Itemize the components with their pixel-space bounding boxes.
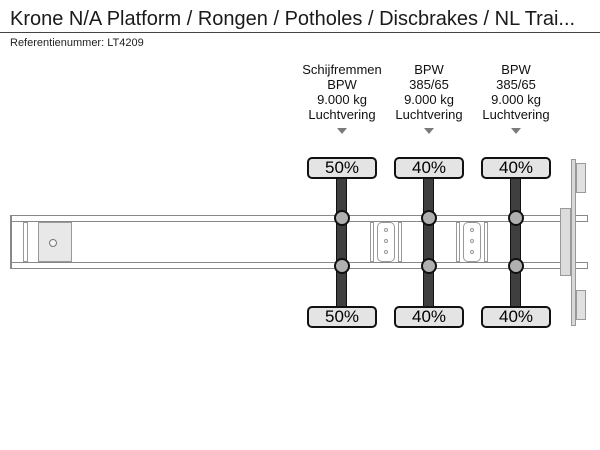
axle-1-hub-bottom <box>334 258 350 274</box>
crossmember-flange <box>484 222 488 262</box>
rear-bumper-bar <box>571 159 576 326</box>
axle-2-brand: BPW <box>414 62 444 77</box>
axle-1-weight: 9.000 kg <box>317 92 367 107</box>
arrow-down-icon <box>424 128 434 134</box>
axle-1-brake-type: Schijfremmen <box>302 62 382 77</box>
crossmember-flange <box>370 222 374 262</box>
chassis-top-rail <box>10 215 588 222</box>
bolt-hole-icon <box>384 250 388 254</box>
axle-2-tire-size: 385/65 <box>409 77 449 92</box>
bolt-hole-icon <box>384 239 388 243</box>
axle-3-brand: BPW <box>501 62 531 77</box>
axle-1-hub-top <box>334 210 350 226</box>
title-divider <box>0 32 600 33</box>
axle-1-load-top-badge: 50% <box>307 157 377 179</box>
rear-flap-bottom <box>576 290 586 320</box>
crossmember-2 <box>456 222 488 262</box>
axle-1-suspension: Luchtvering <box>308 107 376 122</box>
axle-2-load-top-badge: 40% <box>394 157 464 179</box>
axle-3-hub-bottom <box>508 258 524 274</box>
axle-3-shaft <box>510 170 521 312</box>
axle-2-load-bottom-badge: 40% <box>394 306 464 328</box>
axle-3-load-bottom-badge: 40% <box>481 306 551 328</box>
axle-2-hub-top <box>421 210 437 226</box>
rear-end-plate <box>560 208 571 276</box>
axle-1-spec-label: Schijfremmen BPW 9.000 kg Luchtvering <box>287 62 397 134</box>
page-title: Krone N/A Platform / Rongen / Potholes /… <box>10 8 576 30</box>
rear-flap-top <box>576 163 586 193</box>
axle-3-hub-top <box>508 210 524 226</box>
axle-2-weight: 9.000 kg <box>404 92 454 107</box>
front-crossmember <box>23 222 28 262</box>
crossmember-1 <box>370 222 402 262</box>
bolt-hole-icon <box>470 250 474 254</box>
axle-1-load-bottom-badge: 50% <box>307 306 377 328</box>
axle-3-weight: 9.000 kg <box>491 92 541 107</box>
axle-2-shaft <box>423 170 434 312</box>
axle-1-brand: BPW <box>327 77 357 92</box>
arrow-down-icon <box>337 128 347 134</box>
axle-3-tire-size: 385/65 <box>496 77 536 92</box>
bolt-hole-icon <box>470 239 474 243</box>
axle-3-suspension: Luchtvering <box>482 107 550 122</box>
axle-1-shaft <box>336 170 347 312</box>
axle-3-spec-label: BPW 385/65 9.000 kg Luchtvering <box>461 62 571 134</box>
axle-2-hub-bottom <box>421 258 437 274</box>
axle-3-load-top-badge: 40% <box>481 157 551 179</box>
arrow-down-icon <box>511 128 521 134</box>
kingpin-icon <box>49 239 57 247</box>
bolt-hole-icon <box>470 228 474 232</box>
chassis-bottom-rail <box>10 262 588 269</box>
axle-2-spec-label: BPW 385/65 9.000 kg Luchtvering <box>374 62 484 134</box>
chassis-front-edge <box>10 215 12 269</box>
crossmember-flange <box>398 222 402 262</box>
axle-2-suspension: Luchtvering <box>395 107 463 122</box>
reference-number: Referentienummer: LT4209 <box>10 37 144 49</box>
crossmember-flange <box>456 222 460 262</box>
bolt-hole-icon <box>384 228 388 232</box>
